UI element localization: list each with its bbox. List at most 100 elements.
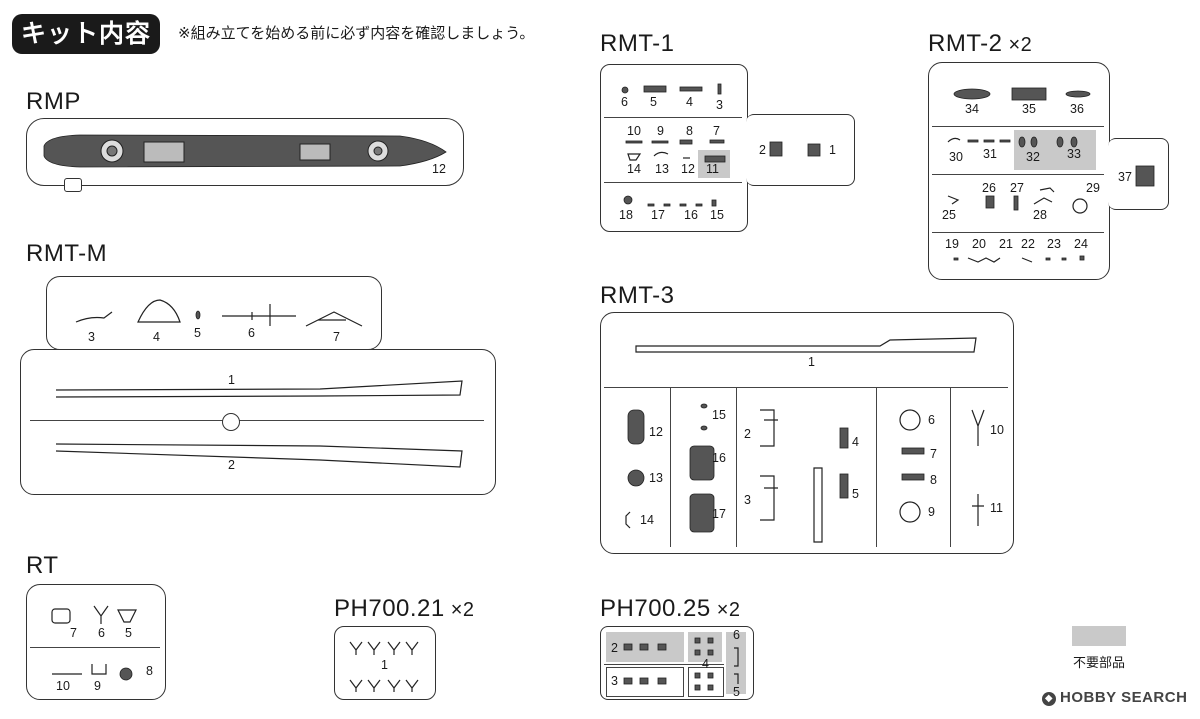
rmtm-part-3: 3 (88, 330, 95, 344)
rmt1-part-14: 14 (627, 162, 641, 176)
rmp-part-number: 12 (432, 162, 446, 176)
rmt2-part-35: 35 (1022, 102, 1036, 116)
rmtm-hull-frame (20, 349, 496, 495)
rmt3-part-7: 7 (930, 447, 937, 461)
rmt1-part-16: 16 (684, 208, 698, 222)
ph21-label: PH700.21×2 (334, 595, 475, 622)
rmp-label: RMP (26, 88, 81, 115)
rmt1-part-2: 2 (759, 143, 766, 157)
rmt2-part-20: 20 (972, 237, 986, 251)
rmtm-label: RMT-M (26, 240, 108, 267)
rmt1-part-12: 12 (681, 162, 695, 176)
rmt1-part-8: 8 (686, 124, 693, 138)
rmtm-part-7: 7 (333, 330, 340, 344)
rmt2-part-25: 25 (942, 208, 956, 222)
rmt2-part-37: 37 (1118, 170, 1132, 184)
rt-part-5: 5 (125, 626, 132, 640)
assembly-note: ※組み立てを始める前に必ず内容を確認しましょう。 (178, 24, 535, 42)
rmt1-part-17: 17 (651, 208, 665, 222)
ph21-sprue (334, 626, 436, 700)
rmt3-part-6: 6 (928, 413, 935, 427)
rmtm-part-5: 5 (194, 326, 201, 340)
rt-part-9: 9 (94, 679, 101, 693)
unused-parts-swatch (1072, 626, 1126, 646)
rmt2-part-26: 26 (982, 181, 996, 195)
ph21-part-1: 1 (381, 658, 388, 672)
rmtm-part-1: 1 (228, 373, 235, 387)
ph25-part-3: 3 (611, 674, 618, 688)
rmt3-part-14: 14 (640, 513, 654, 527)
rt-part-8: 8 (146, 664, 153, 678)
rmt1-part-13: 13 (655, 162, 669, 176)
rmt1-part-6: 6 (621, 95, 628, 109)
rmt3-part-9: 9 (928, 505, 935, 519)
rmt1-label: RMT-1 (600, 30, 675, 57)
rmt1-part-7: 7 (713, 124, 720, 138)
rmt3-part-15: 15 (712, 408, 726, 422)
rmt1-part-15: 15 (710, 208, 724, 222)
rmt3-label: RMT-3 (600, 282, 675, 309)
rmt2-part-21: 21 (999, 237, 1013, 251)
rmt2-part-30: 30 (949, 150, 963, 164)
rmt2-part-19: 19 (945, 237, 959, 251)
rmt3-part-8: 8 (930, 473, 937, 487)
rmt2-part-23: 23 (1047, 237, 1061, 251)
ph25-part-2: 2 (611, 641, 618, 655)
rmt2-part-22: 22 (1021, 237, 1035, 251)
rmt3-part-16: 16 (712, 451, 726, 465)
rmt2-part-31: 31 (983, 147, 997, 161)
rmt1-part-9: 9 (657, 124, 664, 138)
ph25-label: PH700.25×2 (600, 595, 741, 622)
rmt2-part-32: 32 (1026, 150, 1040, 164)
rmt3-part-3: 3 (744, 493, 751, 507)
rt-part-7: 7 (70, 626, 77, 640)
kit-contents-title: キット内容 (12, 14, 160, 54)
rmt1-side-frame (746, 114, 855, 186)
rmt1-part-11: 11 (706, 162, 719, 176)
rmt3-part-10: 10 (990, 423, 1004, 437)
hobby-search-watermark: ◆HOBBY SEARCH (1042, 689, 1187, 706)
rmtm-part-6: 6 (248, 326, 255, 340)
rmt3-part-5: 5 (852, 487, 859, 501)
rt-sprue (26, 584, 166, 700)
rmt3-part-1: 1 (808, 355, 815, 369)
ph25-part-6: 6 (733, 628, 740, 642)
rmtm-center-gate (222, 413, 240, 431)
rmt3-part-13: 13 (649, 471, 663, 485)
rmt2-part-33: 33 (1067, 147, 1081, 161)
rt-part-6: 6 (98, 626, 105, 640)
rmt3-part-11: 11 (990, 501, 1003, 515)
rmtm-part-4: 4 (153, 330, 160, 344)
rmt2-part-24: 24 (1074, 237, 1088, 251)
rmt1-part-1: 1 (829, 143, 836, 157)
rmt3-part-12: 12 (649, 425, 663, 439)
rmt1-part-18: 18 (619, 208, 633, 222)
hobby-search-logo-icon: ◆ (1042, 692, 1056, 706)
rmp-gate-tab (64, 178, 82, 192)
rmt2-part-36: 36 (1070, 102, 1084, 116)
rmt1-part-3: 3 (716, 98, 723, 112)
rmt3-part-2: 2 (744, 427, 751, 441)
rmt1-part-5: 5 (650, 95, 657, 109)
rmt1-part-10: 10 (627, 124, 641, 138)
rmt2-part-34: 34 (965, 102, 979, 116)
unused-parts-label: 不要部品 (1073, 656, 1126, 671)
rmt2-part-27: 27 (1010, 181, 1024, 195)
rmt2-part-28: 28 (1033, 208, 1047, 222)
rmt2-sprue (928, 62, 1110, 280)
rmt3-part-4: 4 (852, 435, 859, 449)
rmtm-part-2: 2 (228, 458, 235, 472)
rt-label: RT (26, 552, 59, 579)
rmt3-part-17: 17 (712, 507, 726, 521)
rmt2-part-29: 29 (1086, 181, 1100, 195)
ph25-part-4: 4 (702, 657, 709, 671)
rmt2-label: RMT-2×2 (928, 30, 1033, 57)
